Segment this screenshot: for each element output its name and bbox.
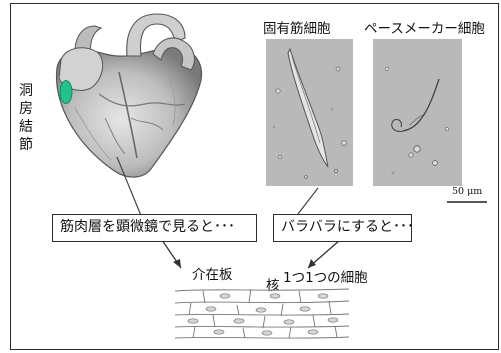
caption-dissociated-box: バラバラにすると･･･	[273, 214, 412, 242]
caption-microscope: 筋肉層を顕微鏡で見ると･･･	[60, 219, 235, 235]
caption-dissociated: バラバラにすると･･･	[281, 219, 414, 235]
caption-microscope-box: 筋肉層を顕微鏡で見ると･･･	[52, 214, 257, 242]
intercalated-disc-label: 介在板	[192, 263, 233, 283]
single-cell-label: 1つ1つの細胞	[283, 266, 368, 286]
cardiac-tissue-drawing	[173, 285, 351, 341]
